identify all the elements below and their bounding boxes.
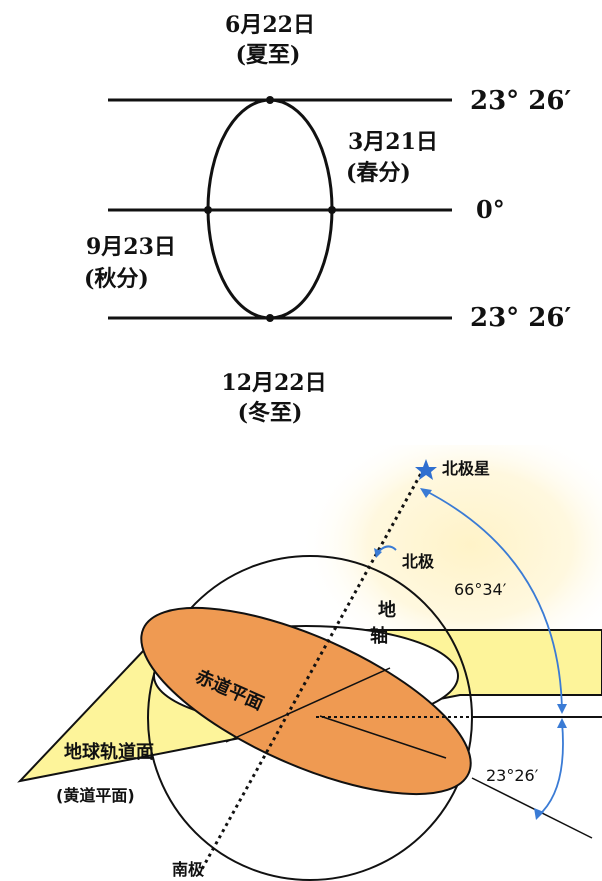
arrowhead-4 — [534, 808, 544, 820]
angle-66-arc — [423, 489, 563, 713]
ecliptic-plane-label: (黄道平面) — [56, 786, 135, 805]
north-pole-label: 北极 — [402, 552, 435, 571]
arrowhead-3 — [557, 718, 567, 728]
equator-plane — [140, 606, 472, 796]
latitude-equator-label: 0° — [476, 195, 505, 224]
polaris-label: 北极星 — [442, 459, 491, 478]
rotation-arrowhead — [374, 548, 382, 558]
autumn-equinox-label: (秋分) — [84, 266, 149, 292]
spring-equinox-point — [328, 206, 336, 214]
winter-solstice-label: (冬至) — [237, 400, 303, 426]
latitude-south-label: 23° 26′ — [470, 303, 572, 333]
angle-66-label: 66°34′ — [454, 580, 507, 599]
angle-23-label: 23°26′ — [486, 766, 539, 785]
rotation-arrow-icon — [377, 545, 397, 553]
autumn-equinox-point — [204, 206, 212, 214]
summer-solstice-point — [266, 96, 274, 104]
angle-23-arc — [537, 721, 564, 817]
ecliptic-extension-line — [471, 777, 593, 839]
equator-plane-line-2 — [319, 715, 447, 759]
summer-solstice-date: 6月22日 — [225, 12, 315, 38]
arrowhead-1 — [420, 488, 432, 498]
autumn-equinox-date: 9月23日 — [86, 234, 176, 260]
south-pole-label: 南极 — [172, 860, 205, 879]
equator-plane-line-1 — [225, 667, 391, 743]
polaris-star-icon — [415, 459, 437, 480]
earth-axis-label-1: 地 — [378, 600, 396, 621]
latitude-north-label: 23° 26′ — [470, 86, 572, 116]
earth-axis-label-2: 轴 — [370, 626, 388, 647]
orbit-plane-label: 地球轨道面 — [64, 742, 154, 763]
winter-solstice-point — [266, 314, 274, 322]
spring-equinox-date: 3月21日 — [348, 129, 438, 155]
sunlight-glow — [300, 445, 602, 670]
winter-solstice-date: 12月22日 — [221, 370, 327, 396]
sun-path-diagram — [108, 96, 452, 322]
earth-axis-diagram — [17, 445, 602, 881]
spring-equinox-label: (春分) — [346, 160, 411, 186]
arrowhead-2 — [557, 704, 567, 714]
summer-solstice-label: (夏至) — [235, 42, 301, 68]
earth-axis — [195, 467, 426, 879]
